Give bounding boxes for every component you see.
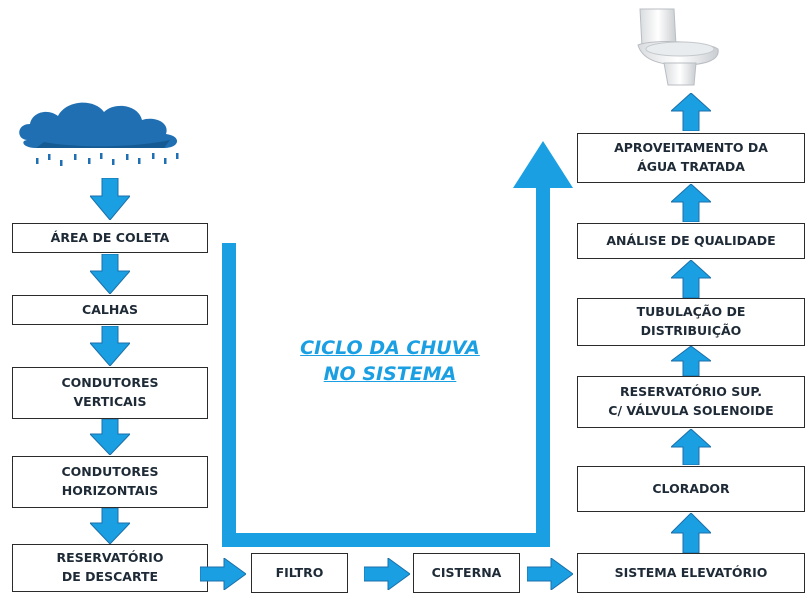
arrow-up-icon	[671, 513, 711, 553]
box-text: DE DESCARTE	[61, 569, 159, 584]
box-reservatorio-descarte: RESERVATÓRIO DE DESCARTE	[12, 544, 208, 592]
arrow-up-icon	[671, 184, 711, 222]
box-area-de-coleta: ÁREA DE COLETA	[12, 223, 208, 253]
arrow-down-icon	[90, 326, 130, 366]
arrow-down-icon	[90, 178, 130, 220]
box-text: HORIZONTAIS	[61, 483, 159, 498]
box-text: CLORADOR	[652, 480, 730, 496]
box-condutores-verticais: CONDUTORES VERTICAIS	[12, 367, 208, 419]
box-text: CISTERNA	[431, 564, 502, 580]
arrow-up-icon	[671, 429, 711, 465]
box-text: VERTICAIS	[73, 394, 147, 409]
box-sistema-elevatorio: SISTEMA ELEVATÓRIO	[577, 553, 805, 593]
box-cisterna: CISTERNA	[413, 553, 520, 593]
box-text: ANÁLISE DE QUALIDADE	[606, 232, 776, 248]
box-text: CONDUTORES	[61, 375, 159, 391]
arrow-down-icon	[90, 254, 130, 294]
arrow-up-icon	[671, 93, 711, 131]
cycle-title: CICLO DA CHUVA NO SISTEMA	[270, 336, 510, 387]
box-text: RESERVATÓRIO SUP.	[619, 384, 763, 400]
box-filtro: FILTRO	[251, 553, 348, 593]
box-aproveitamento: APROVEITAMENTO DA ÁGUA TRATADA	[577, 133, 805, 183]
box-text: ÁGUA TRATADA	[637, 159, 745, 174]
arrow-right-icon	[364, 558, 410, 590]
cycle-title-line-2: NO SISTEMA	[323, 362, 457, 385]
cycle-title-line-1: CICLO DA CHUVA	[300, 337, 480, 359]
box-text: CALHAS	[82, 301, 138, 317]
arrow-up-icon	[671, 260, 711, 298]
box-reservatorio-superior: RESERVATÓRIO SUP. C/ VÁLVULA SOLENOIDE	[577, 376, 805, 428]
arrow-up-icon	[671, 346, 711, 376]
arrow-right-icon	[200, 558, 246, 590]
box-analise-qualidade: ANÁLISE DE QUALIDADE	[577, 223, 805, 259]
box-text: C/ VÁLVULA SOLENOIDE	[608, 403, 774, 418]
box-calhas: CALHAS	[12, 295, 208, 325]
box-text: FILTRO	[275, 564, 324, 580]
box-clorador: CLORADOR	[577, 466, 805, 512]
box-text: RESERVATÓRIO	[56, 550, 164, 566]
box-text: DISTRIBUIÇÃO	[640, 323, 742, 338]
box-text: TUBULAÇÃO DE	[636, 304, 746, 320]
toilet-icon	[622, 5, 732, 90]
rain-cloud-icon	[14, 96, 194, 176]
arrow-right-icon	[527, 558, 573, 590]
arrow-down-icon	[90, 419, 130, 455]
arrow-down-icon	[90, 508, 130, 544]
box-text: SISTEMA ELEVATÓRIO	[614, 564, 768, 580]
box-text: ÁREA DE COLETA	[50, 229, 170, 245]
box-condutores-horizontais: CONDUTORES HORIZONTAIS	[12, 456, 208, 508]
box-text: APROVEITAMENTO DA	[614, 140, 768, 156]
box-tubulacao-distribuicao: TUBULAÇÃO DE DISTRIBUIÇÃO	[577, 298, 805, 346]
box-text: CONDUTORES	[61, 464, 159, 480]
